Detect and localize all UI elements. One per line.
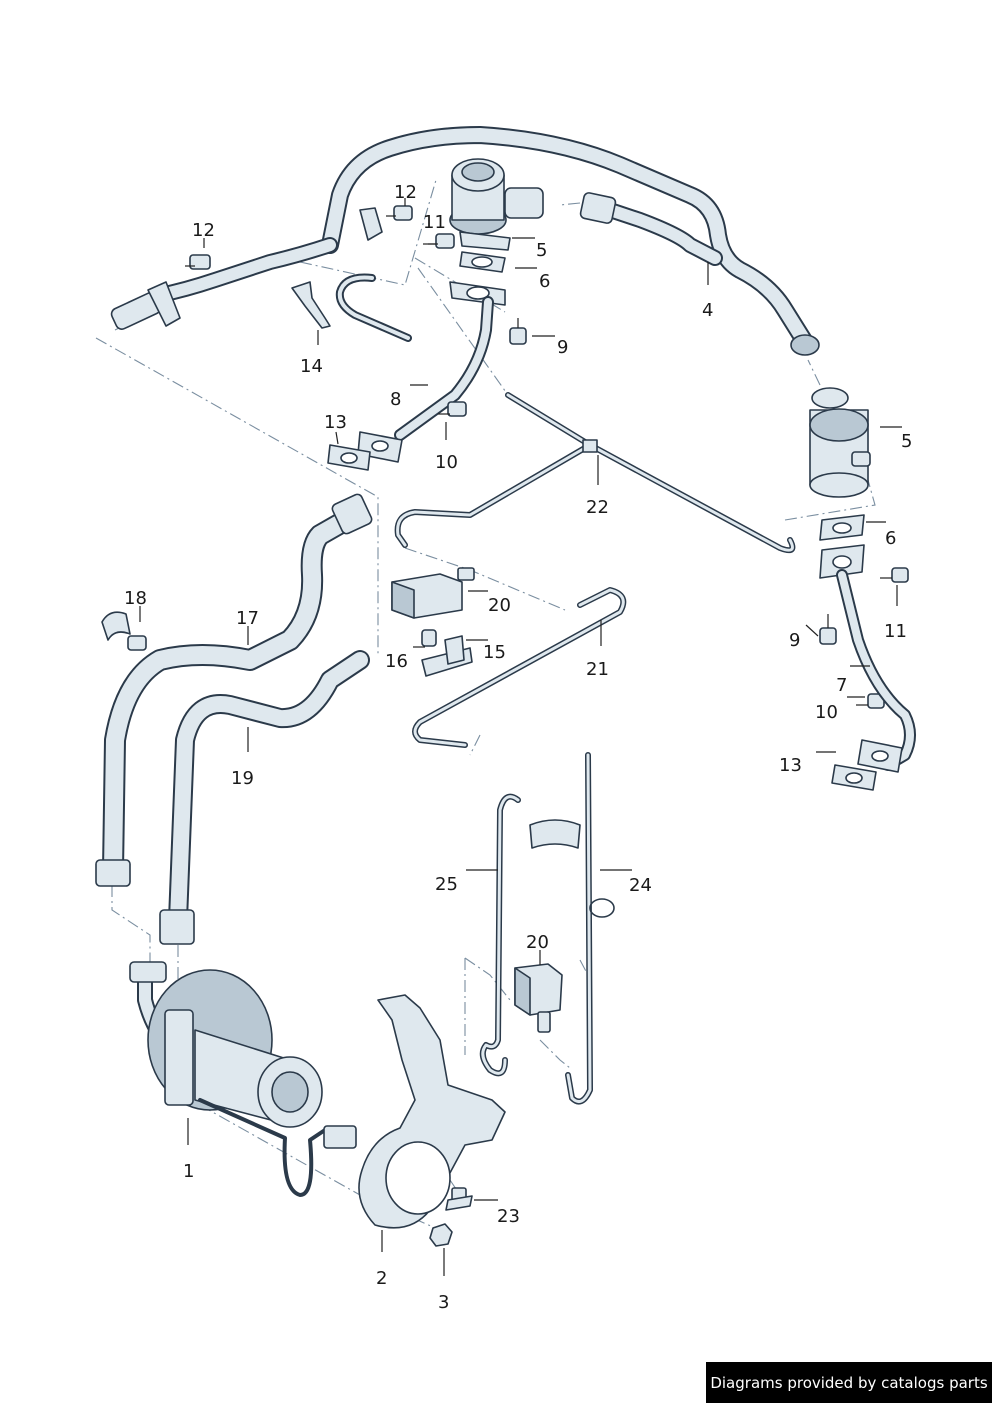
credit-text: Diagrams provided by catalogs parts — [710, 1373, 988, 1392]
callout-10-upper: 10 — [435, 452, 458, 473]
combination-valve-right — [809, 387, 871, 498]
callout-9-upper: 9 — [557, 337, 568, 358]
pipe-8 — [357, 281, 506, 463]
hose-17 — [95, 493, 373, 887]
callout-3: 3 — [438, 1292, 449, 1313]
vacuum-line-25 — [479, 793, 521, 1077]
bolt-11a — [428, 233, 455, 249]
callout-17: 17 — [236, 608, 259, 629]
credit-banner: Diagrams provided by catalogs parts — [706, 1362, 992, 1403]
clip-23 — [445, 1195, 473, 1211]
bolts — [127, 205, 909, 1203]
bracket-2 — [358, 994, 506, 1229]
callout-10-right: 10 — [815, 702, 838, 723]
gasket-6-right — [819, 514, 865, 541]
callout-19: 19 — [231, 768, 254, 789]
combination-valve-upper — [449, 158, 544, 251]
callout-21: 21 — [586, 659, 609, 680]
callout-5-upper: 5 — [536, 240, 547, 261]
hose-upper-main — [110, 126, 820, 356]
bolt-11b — [880, 567, 909, 583]
callout-22: 22 — [586, 497, 609, 518]
leader-lines — [139, 198, 902, 1276]
clip-18 — [101, 611, 131, 641]
callout-8: 8 — [390, 389, 401, 410]
bolt-9b — [819, 614, 837, 645]
nut-3 — [429, 1223, 453, 1247]
callout-11-right: 11 — [884, 621, 907, 642]
callout-12-left: 12 — [192, 220, 215, 241]
bracket-12 — [147, 207, 383, 327]
callout-5-right: 5 — [901, 431, 912, 452]
callout-1: 1 — [183, 1161, 194, 1182]
pipe-7 — [819, 544, 916, 773]
bracket-14 — [291, 281, 331, 329]
callout-15: 15 — [483, 642, 506, 663]
hose-19 — [159, 650, 370, 945]
callout-24: 24 — [629, 875, 652, 896]
solenoid-valve-20-lower — [514, 963, 563, 1033]
small-vacuum-hose-upper — [335, 273, 412, 342]
callout-20-upper: 20 — [488, 595, 511, 616]
gasket-upper — [459, 251, 506, 273]
callout-20-lower: 20 — [526, 932, 549, 953]
callout-2: 2 — [376, 1268, 387, 1289]
callout-11-upper: 11 — [423, 212, 446, 233]
gasket-13-right — [831, 764, 877, 791]
callout-7: 7 — [836, 675, 847, 696]
bolt-18 — [127, 635, 147, 651]
bolt-12a — [185, 254, 211, 270]
callout-6-upper: 6 — [539, 271, 550, 292]
callout-14: 14 — [300, 356, 323, 377]
callout-23: 23 — [497, 1206, 520, 1227]
bracket-15 — [421, 635, 473, 677]
callout-4: 4 — [702, 300, 713, 321]
callout-25: 25 — [435, 874, 458, 895]
bolt-9a — [509, 318, 527, 345]
callout-9-right: 9 — [789, 630, 800, 651]
callout-13-right: 13 — [779, 755, 802, 776]
callout-12-upper: 12 — [394, 182, 417, 203]
vacuum-line-22 — [394, 392, 796, 554]
callouts: 1 2 3 4 5 5 6 6 7 8 9 9 10 10 11 11 12 1… — [124, 182, 912, 1313]
solenoid-valve-20-upper — [391, 567, 475, 619]
bolt-10a — [438, 401, 467, 417]
callout-18: 18 — [124, 588, 147, 609]
bolt-16 — [421, 629, 437, 647]
callout-6-right: 6 — [885, 528, 896, 549]
vacuum-line-24 — [529, 752, 615, 1105]
secondary-air-pump — [129, 961, 357, 1197]
callout-16: 16 — [385, 651, 408, 672]
vacuum-line-21 — [412, 587, 627, 748]
gasket-13-upper — [327, 444, 371, 471]
bolt-12b — [386, 205, 413, 221]
callout-13-upper: 13 — [324, 412, 347, 433]
